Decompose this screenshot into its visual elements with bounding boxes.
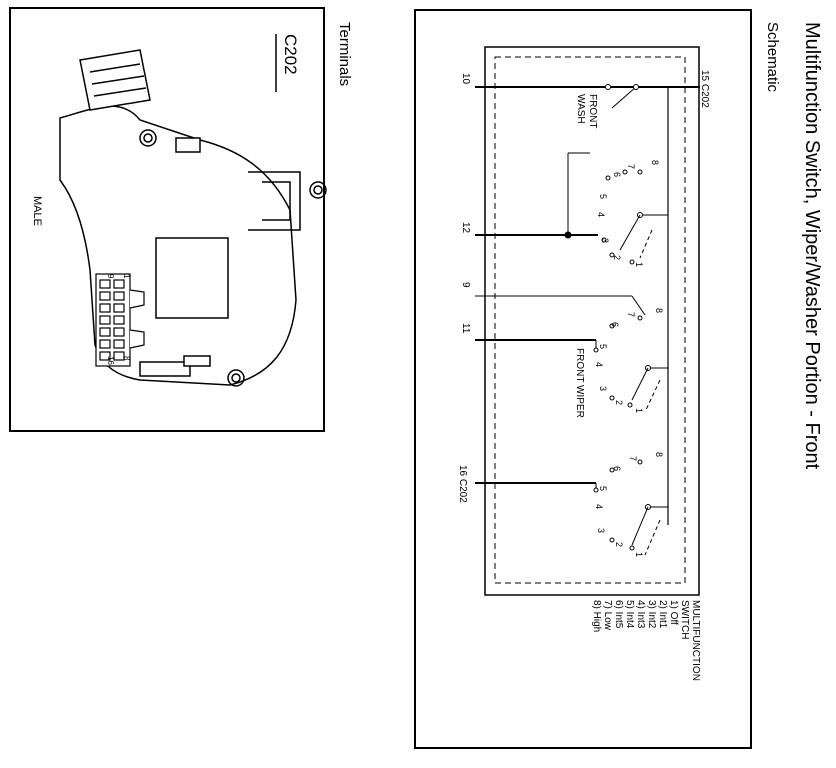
svg-text:5: 5 [598,486,608,491]
switch-wafer-2 [593,315,668,413]
svg-text:SWITCH: SWITCH [679,600,690,639]
svg-text:9: 9 [106,274,115,279]
svg-text:5) Int4: 5) Int4 [624,600,635,629]
page-title: Multifunction Switch, Wiper/Washer Porti… [801,22,823,470]
svg-text:8: 8 [654,452,664,457]
svg-text:6: 6 [612,172,622,177]
connector-15-label: 15 C202 [699,70,710,108]
svg-text:1: 1 [634,262,644,267]
contact-labels: 8 7 6 5 4 3 2 1 8 7 6 5 4 3 2 1 8 7 6 5 … [594,160,664,557]
svg-text:4: 4 [596,212,606,217]
svg-text:2: 2 [614,542,624,547]
pin-9-label: 9 [460,282,471,288]
schematic-frame [414,9,752,749]
svg-text:7: 7 [628,456,638,461]
svg-text:1: 1 [634,408,644,413]
switch-legend: MULTIFUNCTION SWITCH 1) Off 2) Int1 3) I… [591,600,701,681]
pin-10-label: 10 [460,73,471,85]
switch-wafer-1 [601,169,668,265]
svg-text:16: 16 [106,356,115,365]
svg-text:4: 4 [594,362,604,367]
svg-text:16 C202: 16 C202 [457,465,468,503]
connector-id-label: C202 [281,34,300,75]
svg-text:8: 8 [122,356,131,361]
switch-wafer-3 [593,459,668,556]
svg-text:8: 8 [650,160,660,165]
svg-text:6: 6 [612,466,622,471]
svg-text:7: 7 [626,312,636,317]
svg-text:4: 4 [594,504,604,509]
page-subtitle: Schematic [764,22,781,93]
svg-text:3: 3 [596,528,606,533]
connector-16-label: 16 C202 [457,465,468,503]
svg-text:5: 5 [598,194,608,199]
svg-text:2: 2 [614,400,624,405]
svg-text:MULTIFUNCTION: MULTIFUNCTION [690,600,701,681]
svg-text:6) Int5: 6) Int5 [613,600,624,629]
svg-text:6: 6 [610,322,620,327]
svg-text:1) Off: 1) Off [668,600,679,625]
svg-text:8: 8 [654,308,664,313]
svg-text:8) High: 8) High [591,600,602,632]
terminals-label: Terminals [336,22,353,86]
svg-text:3: 3 [600,238,610,243]
wiring [475,86,700,525]
svg-text:3) Int2: 3) Int2 [646,600,657,629]
front-wiper-label: FRONT WIPER [574,348,585,418]
svg-text:5: 5 [598,344,608,349]
terminals-frame [9,7,325,432]
switch-housing [484,46,700,596]
svg-text:1: 1 [634,552,644,557]
gender-label: MALE [31,196,43,226]
front-wash-label-1: FRONT [587,94,598,128]
front-wash-label-2: WASH [575,94,586,124]
svg-text:1: 1 [122,274,131,279]
front-wash-switch [605,84,639,109]
svg-text:2: 2 [612,255,622,260]
pin-11-label: 11 [460,323,471,334]
svg-text:7) Low: 7) Low [602,600,613,631]
pin-12-label: 12 [460,222,471,234]
svg-text:2) Int1: 2) Int1 [657,600,668,629]
switch-housing-dashed [494,56,686,584]
terminal-block [95,273,145,367]
svg-text:4) Int3: 4) Int3 [635,600,646,629]
svg-text:7: 7 [626,164,636,169]
svg-text:15 C202: 15 C202 [699,70,710,108]
terminal-pin-labels: 1 9 8 16 [106,274,131,365]
svg-text:3: 3 [598,386,608,391]
